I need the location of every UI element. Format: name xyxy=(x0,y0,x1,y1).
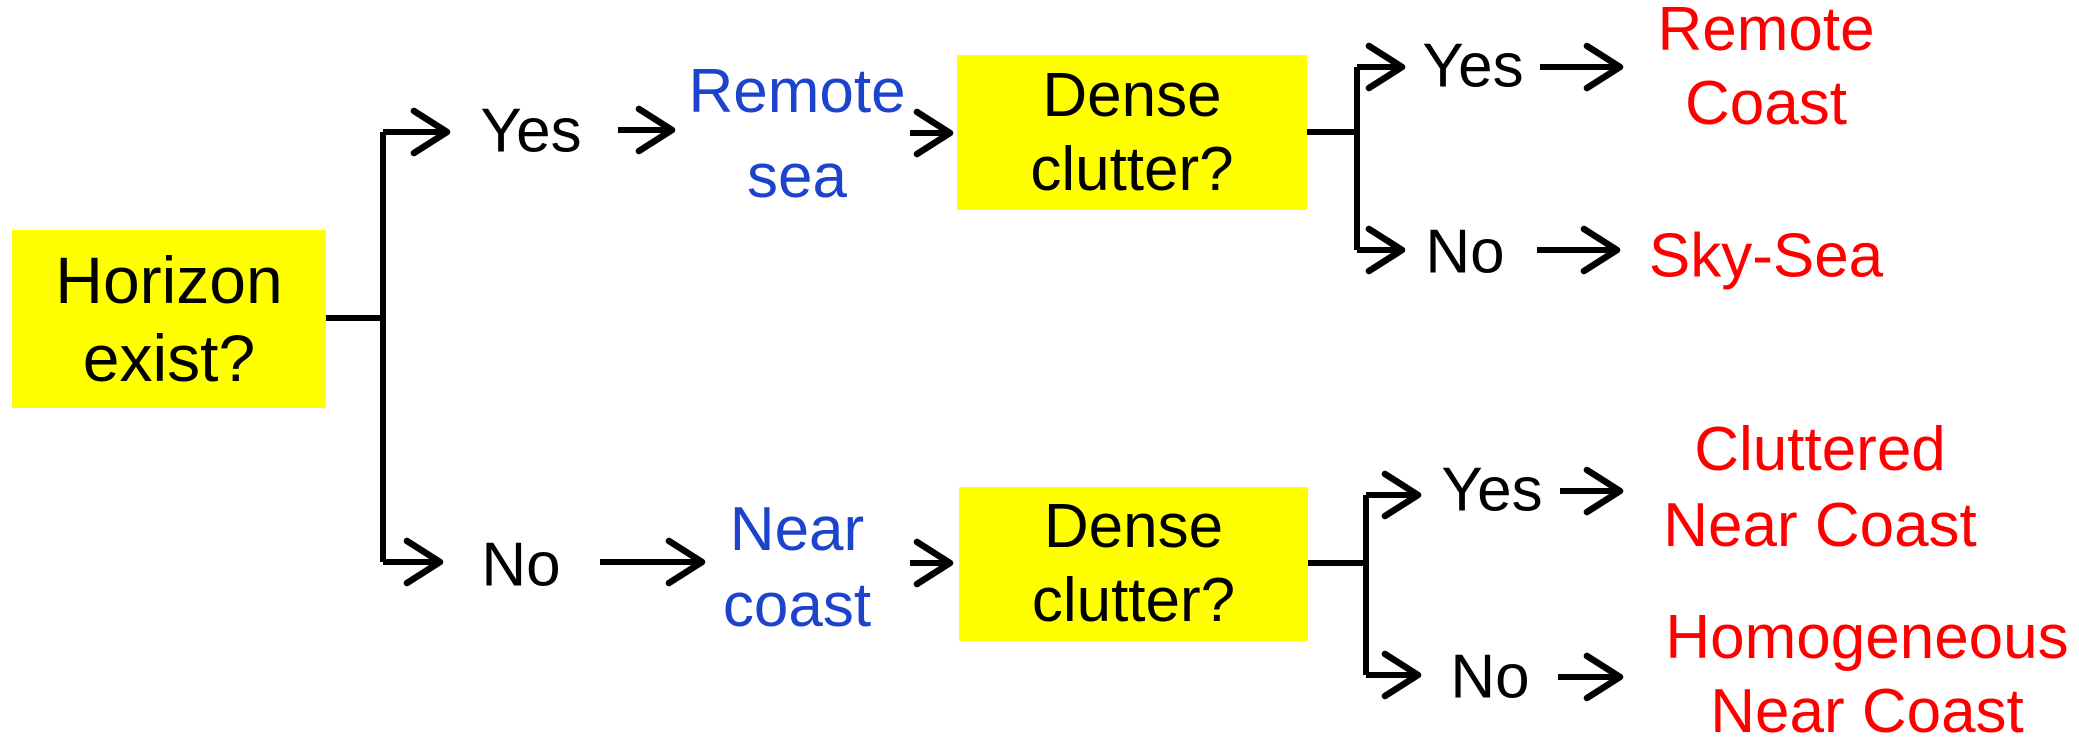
top-question-node: Dense clutter? xyxy=(957,55,1307,210)
leaf-remote-coast: Remote Coast xyxy=(1657,0,1874,141)
root-question-line1: Horizon xyxy=(55,243,283,317)
root-question-node: Horizon exist? xyxy=(12,230,326,408)
top-question-yes-label: Yes xyxy=(1422,31,1524,101)
category-near-coast-line2: coast xyxy=(722,571,872,640)
bottom-question-yes-label: Yes xyxy=(1441,455,1543,525)
bottom-question-no-label: No xyxy=(1450,642,1530,712)
leaf-cluttered-near-coast: Cluttered Near Coast xyxy=(1663,412,1977,564)
leaf-homogeneous-near-coast-line2: Near Coast xyxy=(1710,677,2024,746)
leaf-remote-coast-line2: Coast xyxy=(1685,69,1847,138)
leaf-cluttered-near-coast-line1: Cluttered xyxy=(1694,415,1946,484)
branch-yes-label: Yes xyxy=(480,96,582,166)
category-remote-sea-line2: sea xyxy=(747,142,847,211)
bottom-question-line2: clutter? xyxy=(1031,566,1236,635)
top-question-line1: Dense xyxy=(1042,60,1222,130)
leaf-sky-sea: Sky-Sea xyxy=(1648,221,1884,291)
category-remote-sea: Remote sea xyxy=(688,49,905,219)
leaf-remote-coast-line1: Remote xyxy=(1657,0,1875,64)
branch-no-label: No xyxy=(481,530,561,600)
leaf-homogeneous-near-coast: Homogeneous Near Coast xyxy=(1665,601,2068,749)
bottom-question-node: Dense clutter? xyxy=(959,487,1308,641)
leaf-cluttered-near-coast-line2: Near Coast xyxy=(1663,491,1977,560)
category-near-coast: Near coast xyxy=(723,492,871,644)
category-remote-sea-line1: Remote xyxy=(688,57,906,126)
top-question-no-label: No xyxy=(1425,217,1505,287)
leaf-homogeneous-near-coast-line1: Homogeneous xyxy=(1665,603,2069,672)
bottom-question-line1: Dense xyxy=(1043,492,1224,561)
category-near-coast-line1: Near xyxy=(729,495,865,564)
root-question-line2: exist? xyxy=(82,321,256,395)
top-question-line2: clutter? xyxy=(1030,134,1234,204)
